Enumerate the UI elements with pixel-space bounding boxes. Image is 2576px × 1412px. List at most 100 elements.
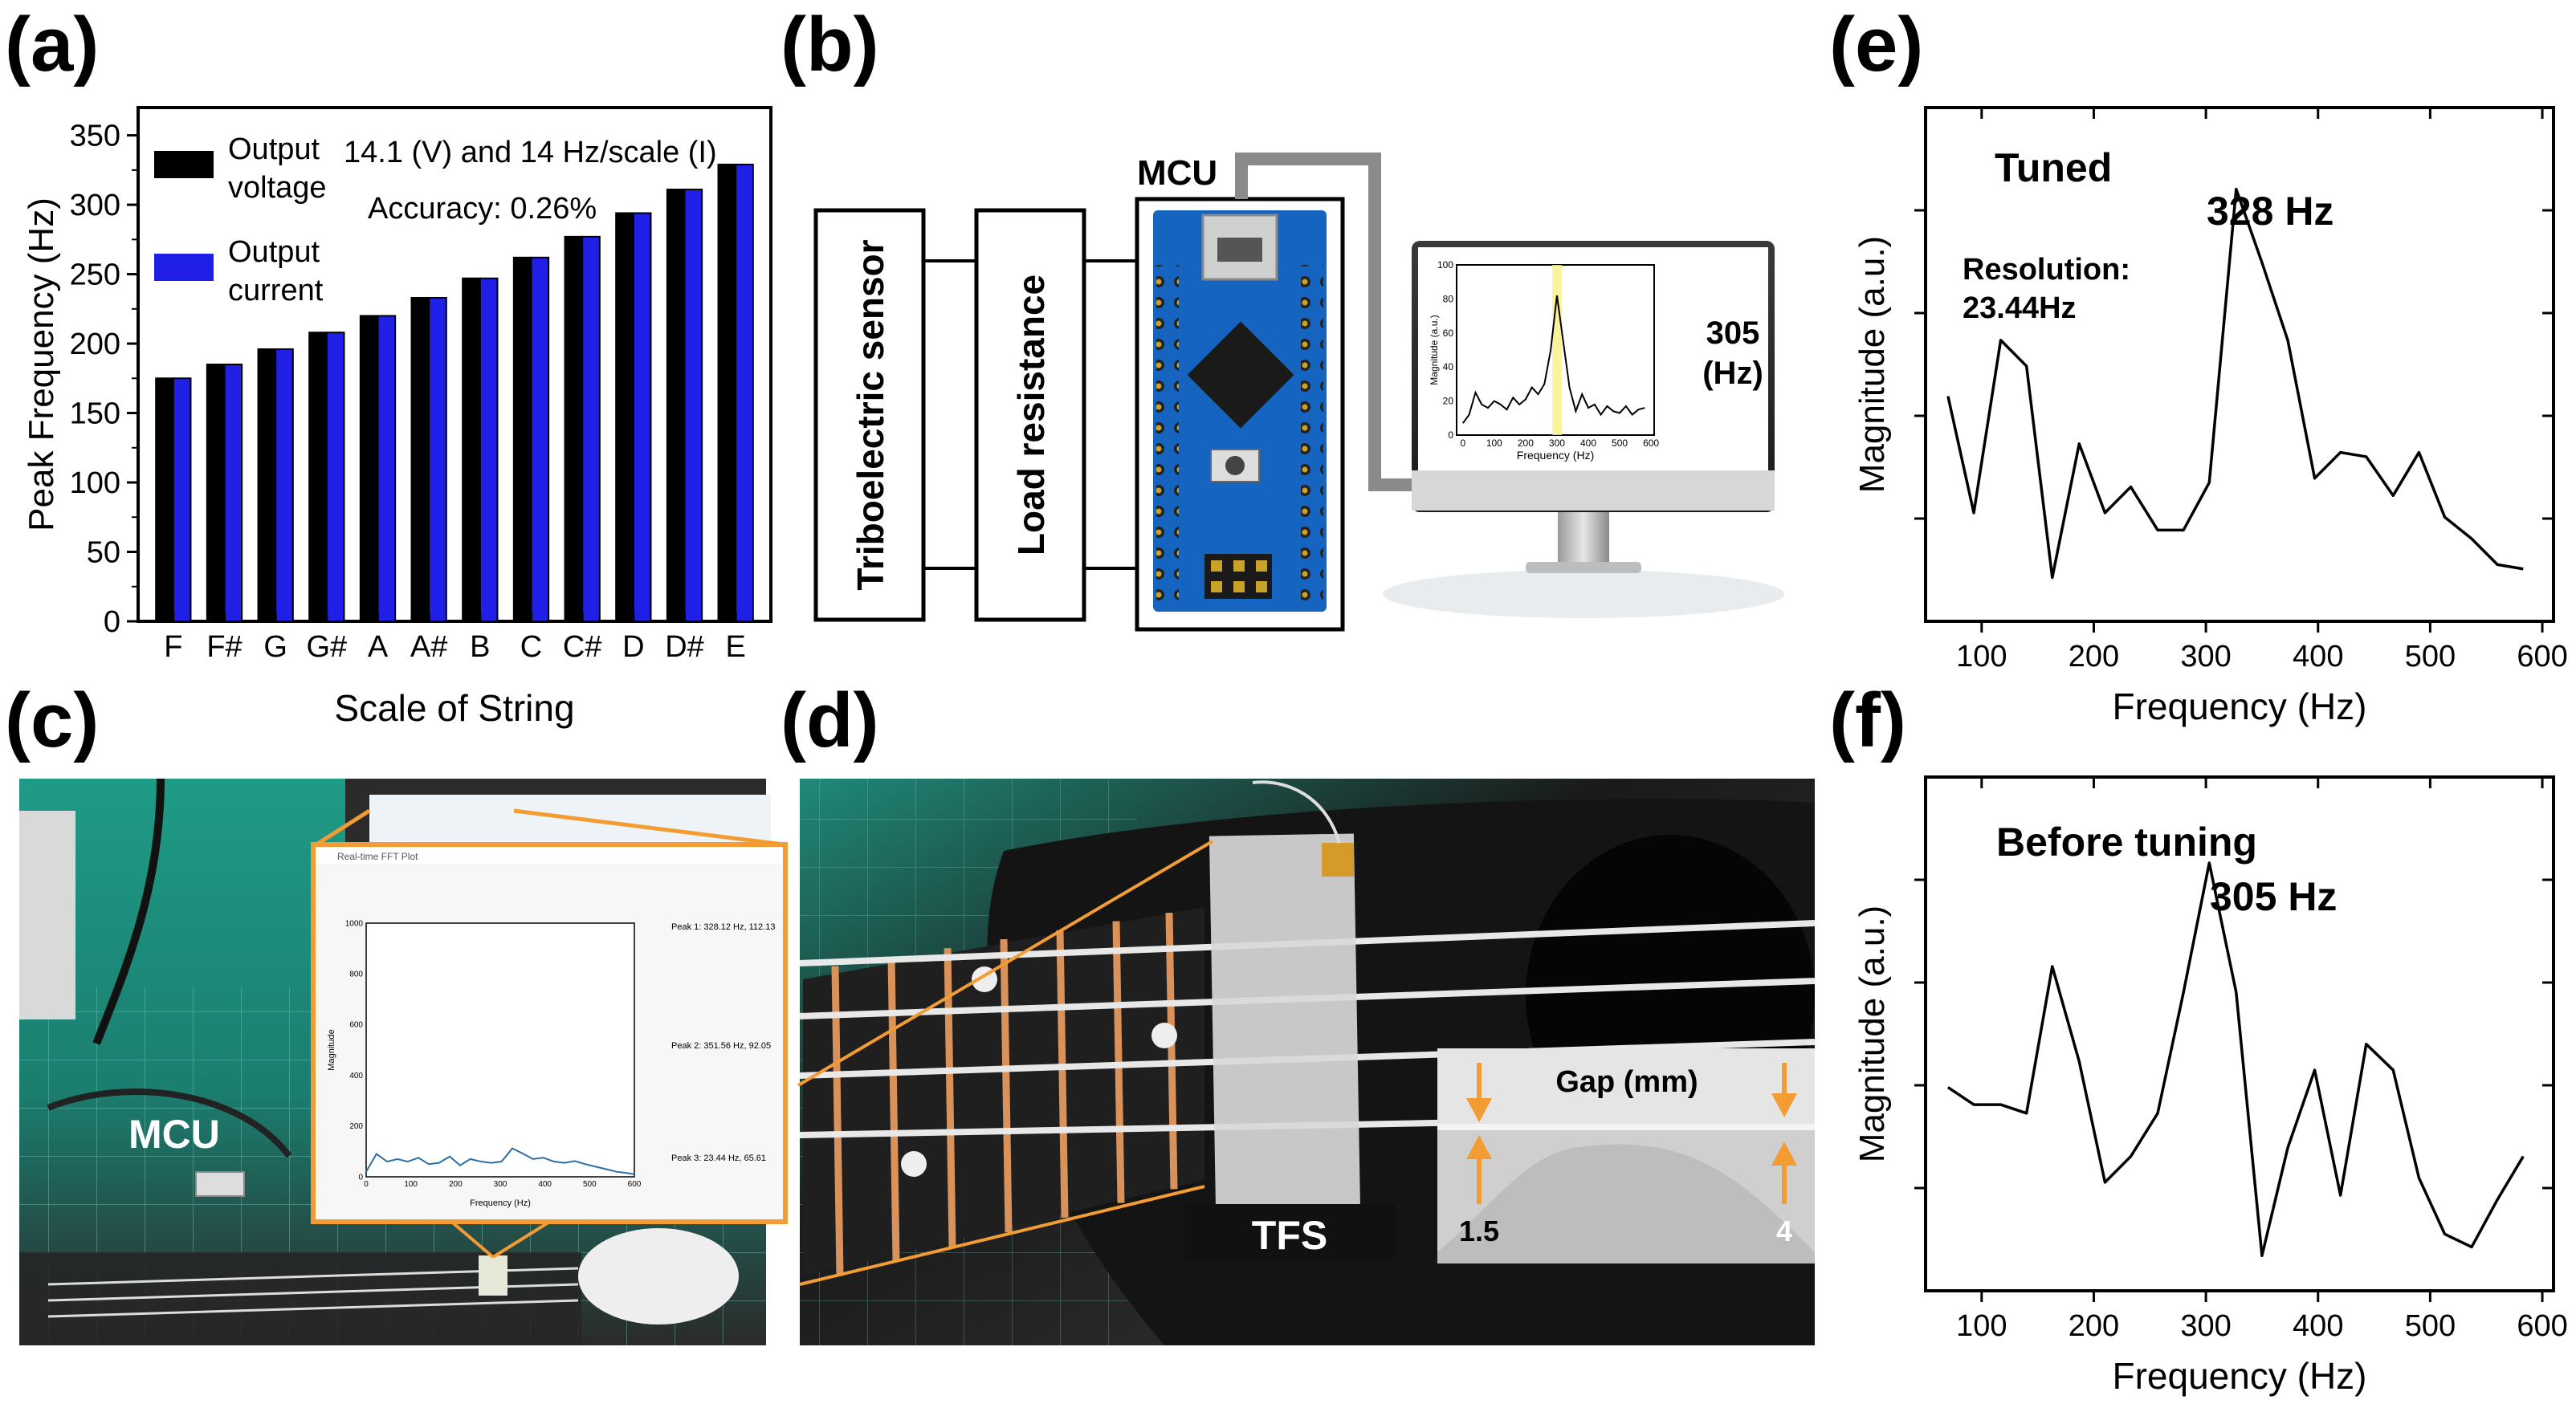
inset-x-tick-label: 100	[404, 1180, 418, 1189]
bar-current	[530, 256, 550, 622]
inset-y-tick-label: 200	[349, 1122, 363, 1131]
chart-e-peak: 328 Hz	[2207, 189, 2333, 234]
x-tick-label: 400	[2293, 640, 2343, 673]
bar-voltage	[462, 277, 481, 622]
monitor-value-1: 305	[1706, 315, 1760, 351]
inset-x-tick-label: 200	[449, 1180, 463, 1189]
x-tick-label: 100	[1956, 1309, 2007, 1343]
x-tick-label: 100	[1956, 640, 2007, 673]
panel-label-f: (f)	[1829, 678, 1906, 763]
y-tick-label: 50	[87, 536, 120, 570]
photo-d: TFS Gap (mm) 1.5 4	[797, 779, 1816, 1345]
panel-label-a: (a)	[5, 2, 99, 87]
bar-current	[325, 332, 345, 622]
x-tick-label: C#	[563, 630, 602, 664]
bar-current	[479, 277, 499, 622]
series-line	[1946, 187, 2524, 580]
zoom-line-c-top2	[513, 808, 785, 847]
bar-voltage	[206, 364, 226, 622]
fret	[1165, 912, 1178, 1190]
zoom-line-c-bottom2	[448, 1219, 495, 1259]
panel-label-e: (e)	[1829, 2, 1923, 87]
x-tick-label: 400	[2293, 1309, 2343, 1343]
zoom-line-c-top	[315, 808, 371, 847]
inset-x-tick-label: 200	[1518, 437, 1534, 449]
bar-voltage	[257, 348, 277, 622]
x-tick-label: 300	[2180, 640, 2231, 673]
y-tick-label: 150	[70, 397, 120, 431]
inset-x-tick-label: 600	[1643, 437, 1659, 449]
bar-voltage	[512, 256, 532, 622]
chart-e-state: Tuned	[1995, 145, 2112, 190]
chart-a-frame	[137, 106, 772, 623]
chart-a-annotation-1: 14.1 (V) and 14 Hz/scale (I)	[344, 136, 717, 169]
legend-current-line1: Output	[228, 235, 320, 269]
monitor-inset-xlabel: Frequency (Hz)	[1517, 449, 1594, 462]
inset-y-tick-label: 1000	[345, 919, 364, 928]
chart-e-res1: Resolution:	[1963, 253, 2130, 287]
bar-voltage	[666, 189, 686, 622]
x-tick-label: C	[520, 630, 542, 664]
bar-voltage	[564, 235, 584, 622]
x-tick-label: 500	[2405, 640, 2456, 673]
chart-e-frame	[1924, 106, 2555, 623]
bar-current	[581, 235, 601, 622]
bar-current	[428, 296, 447, 622]
fft-window-title: Real-time FFT Plot	[337, 851, 418, 862]
inset-x-tick-label: 500	[1612, 437, 1628, 449]
bar-voltage	[615, 212, 634, 622]
bar-voltage	[410, 296, 430, 622]
bar-current	[683, 189, 703, 622]
legend-current-line2: current	[228, 274, 324, 307]
tfs-sensor	[1209, 833, 1361, 1214]
x-tick-label: F#	[206, 630, 242, 664]
chart-e-ylabel: Magnitude (a.u.)	[1853, 236, 1892, 493]
panel-label-b: (b)	[781, 2, 879, 87]
inset-x-tick-label: 400	[538, 1180, 552, 1189]
x-tick-label: D#	[665, 630, 704, 664]
bar-current	[632, 212, 652, 622]
bar-current	[275, 348, 294, 622]
gap-right-value: 4	[1776, 1215, 1792, 1247]
bar-voltage	[359, 315, 379, 622]
block-load-label: Load resistance	[1010, 275, 1052, 555]
inset-x-tick-label: 300	[1549, 437, 1565, 449]
y-tick-label: 100	[70, 466, 120, 500]
gap-label: Gap (mm)	[1555, 1065, 1698, 1099]
chart-a-bars	[155, 163, 754, 622]
gap-arrow-left	[1466, 1063, 1492, 1204]
legend-voltage-line2: voltage	[228, 171, 327, 205]
y-tick-label: 300	[70, 189, 120, 222]
inset-x-tick-label: 100	[1486, 437, 1502, 449]
bar-current	[377, 315, 397, 622]
tfs-label: TFS	[1252, 1213, 1327, 1258]
mcu-label-b: MCU	[1137, 153, 1217, 193]
chart-f-xlabel: Frequency (Hz)	[2113, 1355, 2367, 1397]
x-tick-label: 200	[2069, 1309, 2119, 1343]
x-tick-label: G	[263, 630, 287, 664]
x-tick-label: E	[725, 630, 745, 664]
chart-f-ylabel: Magnitude (a.u.)	[1853, 905, 1892, 1162]
x-tick-label: 600	[2517, 640, 2567, 673]
block-triboelectric-sensor	[813, 208, 926, 622]
bar-current	[172, 377, 192, 622]
zoom-line-d-top	[797, 840, 1214, 1087]
inset-y-tick-label: 800	[349, 970, 363, 979]
fret	[1000, 938, 1013, 1233]
inset-y-tick-label: 0	[1448, 429, 1453, 441]
chart-e-xlabel: Frequency (Hz)	[2113, 686, 2367, 727]
bar-voltage	[308, 332, 328, 622]
arduino-board	[1153, 210, 1327, 612]
bar-voltage	[717, 163, 737, 622]
fret	[944, 948, 956, 1247]
monitor-inset-ylabel: Magnitude (a.u.)	[1429, 315, 1440, 385]
series-line	[1946, 861, 2525, 1257]
screen-inset-ylabel: Magnitude	[327, 1029, 336, 1070]
